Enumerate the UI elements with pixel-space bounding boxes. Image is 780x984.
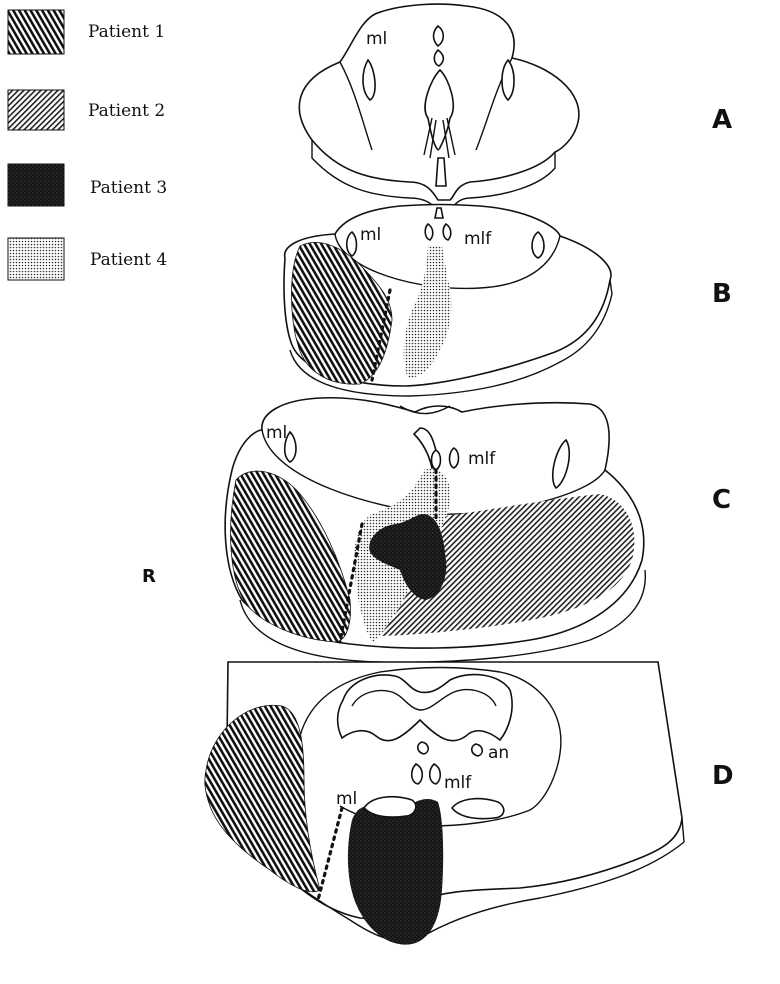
panel-a-ml-label: ml [366,29,387,49]
legend: Patient 1 Patient 2 Patient 3 Patient 4 [8,10,167,280]
panel-a-section: ml A [299,4,732,210]
panel-c-mlf-label: mlf [468,449,496,469]
legend-label-patient-2: Patient 2 [88,101,165,121]
legend-label-patient-4: Patient 4 [90,250,167,270]
panel-d-mlf-label: mlf [444,773,472,793]
panel-b-ml-label: ml [360,225,381,245]
legend-swatch-patient-4 [8,238,64,280]
panel-c-letter: C [712,485,731,515]
panel-c-section: ml mlf C [225,398,731,663]
legend-label-patient-3: Patient 3 [90,178,167,198]
legend-item-patient-2: Patient 2 [8,90,165,130]
panel-b-mlf-label: mlf [464,229,492,249]
legend-label-patient-1: Patient 1 [88,22,165,42]
legend-swatch-patient-3 [8,164,64,206]
panel-a-letter: A [712,105,732,135]
right-side-label: R [142,566,156,587]
panel-c-ml-label: ml [266,423,287,443]
panel-b-letter: B [712,279,732,309]
legend-item-patient-3: Patient 3 [8,164,167,206]
panel-d-section: ml mlf an D [205,662,734,945]
legend-swatch-patient-2 [8,90,64,130]
lesion-d-patient-3 [348,799,443,945]
panel-d-letter: D [712,761,734,791]
legend-swatch-patient-1 [8,10,64,54]
legend-item-patient-4: Patient 4 [8,238,167,280]
panel-d-ml-label: ml [336,789,357,809]
legend-item-patient-1: Patient 1 [8,10,165,54]
panel-b-section: ml mlf B [284,205,732,397]
panel-d-an-label: an [488,743,509,763]
